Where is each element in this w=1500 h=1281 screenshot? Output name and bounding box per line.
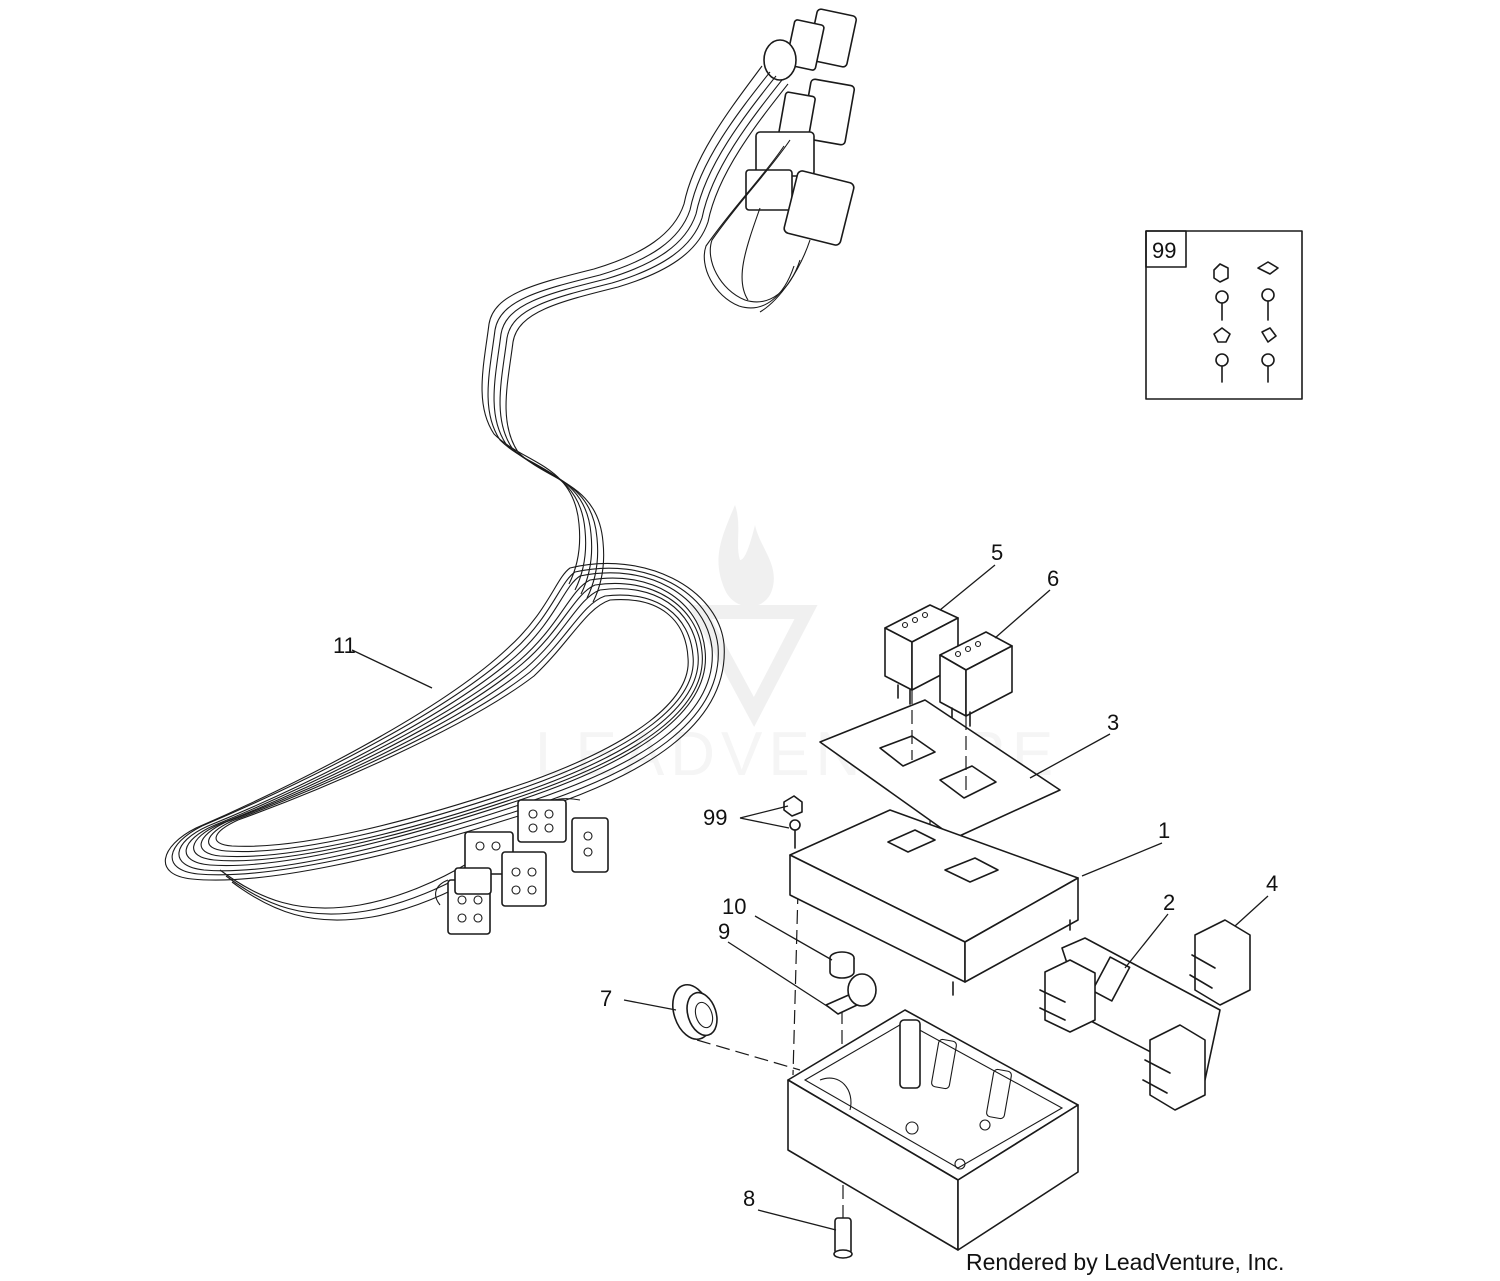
leader-lines <box>351 564 1269 1231</box>
side-switch-lower <box>1142 1024 1206 1111</box>
callout-9: 9 <box>718 919 730 944</box>
fastener-99 <box>783 795 803 849</box>
side-switch-left <box>1039 959 1096 1033</box>
screw <box>833 1217 853 1259</box>
kit-hardware <box>1213 261 1279 383</box>
enclosure-lid <box>789 809 1079 996</box>
callout-2: 2 <box>1163 890 1175 915</box>
watermark-flame-icon <box>718 505 774 607</box>
callout-11: 11 <box>333 633 356 658</box>
harness-wires <box>481 65 811 603</box>
render-credit: Rendered by LeadVenture, Inc. <box>966 1249 1284 1275</box>
callout-3: 3 <box>1107 710 1119 735</box>
callout-8: 8 <box>743 1186 755 1211</box>
grommet <box>672 983 718 1041</box>
hardware-kit-box: 99 <box>1145 230 1303 400</box>
connector-top-1 <box>763 8 858 81</box>
cable-clamp <box>825 973 877 1015</box>
callout-1: 1 <box>1158 818 1170 843</box>
callout-7: 7 <box>600 986 612 1011</box>
callout-4: 4 <box>1266 871 1278 896</box>
callouts: 11 5 6 3 1 2 4 99 10 9 7 8 <box>333 540 1278 1211</box>
connector-mid-2 <box>783 170 855 246</box>
callout-6: 6 <box>1047 566 1059 591</box>
nut <box>829 951 855 979</box>
gasket <box>819 699 1061 839</box>
enclosure-base <box>787 1009 1079 1251</box>
side-switch-upper <box>1189 919 1251 1006</box>
terminal-blocks <box>435 799 609 935</box>
watermark-v-icon <box>688 605 818 727</box>
wire-harness <box>164 8 858 935</box>
callout-99: 99 <box>703 805 727 830</box>
connector-top-2 <box>778 78 856 146</box>
callout-5: 5 <box>991 540 1003 565</box>
callout-10: 10 <box>722 894 746 919</box>
kit-box-label: 99 <box>1152 238 1176 263</box>
